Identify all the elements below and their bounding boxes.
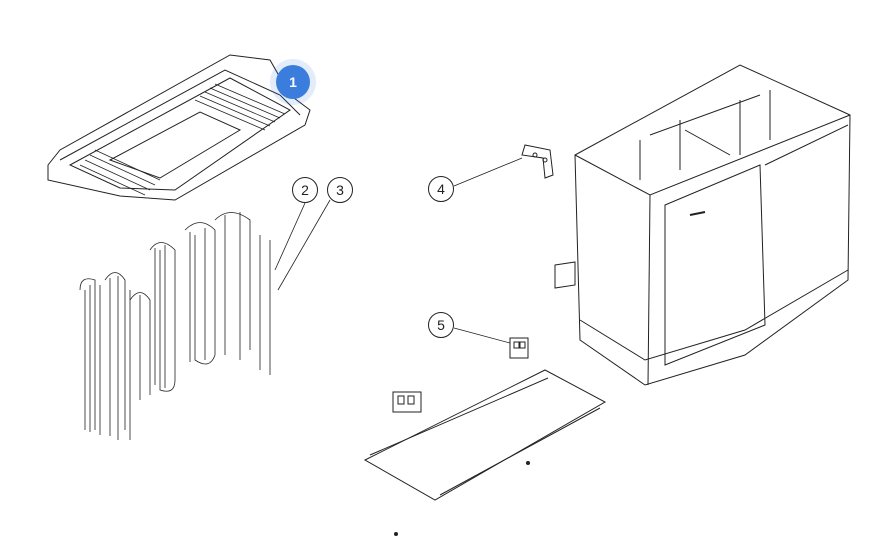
leader-line-5 xyxy=(453,327,511,344)
part-terminal-block-2[interactable] xyxy=(392,391,422,413)
part-heater-cabinet[interactable] xyxy=(554,64,851,386)
part-terminal-block[interactable] xyxy=(509,337,529,359)
hotspot-5[interactable]: 5 xyxy=(428,312,454,338)
leader-line-2 xyxy=(274,202,306,271)
part-bottom-cover[interactable] xyxy=(363,369,607,536)
hotspot-3[interactable]: 3 xyxy=(327,177,353,203)
hotspot-1[interactable]: 1 xyxy=(276,65,310,99)
part-bracket[interactable] xyxy=(521,144,554,179)
hotspot-2[interactable]: 2 xyxy=(292,177,318,203)
leader-line-4 xyxy=(453,157,523,187)
part-heating-elements[interactable] xyxy=(79,212,271,440)
part-stone-tray[interactable] xyxy=(47,54,311,201)
hotspot-4[interactable]: 4 xyxy=(428,176,454,202)
leader-line-3 xyxy=(277,199,331,291)
